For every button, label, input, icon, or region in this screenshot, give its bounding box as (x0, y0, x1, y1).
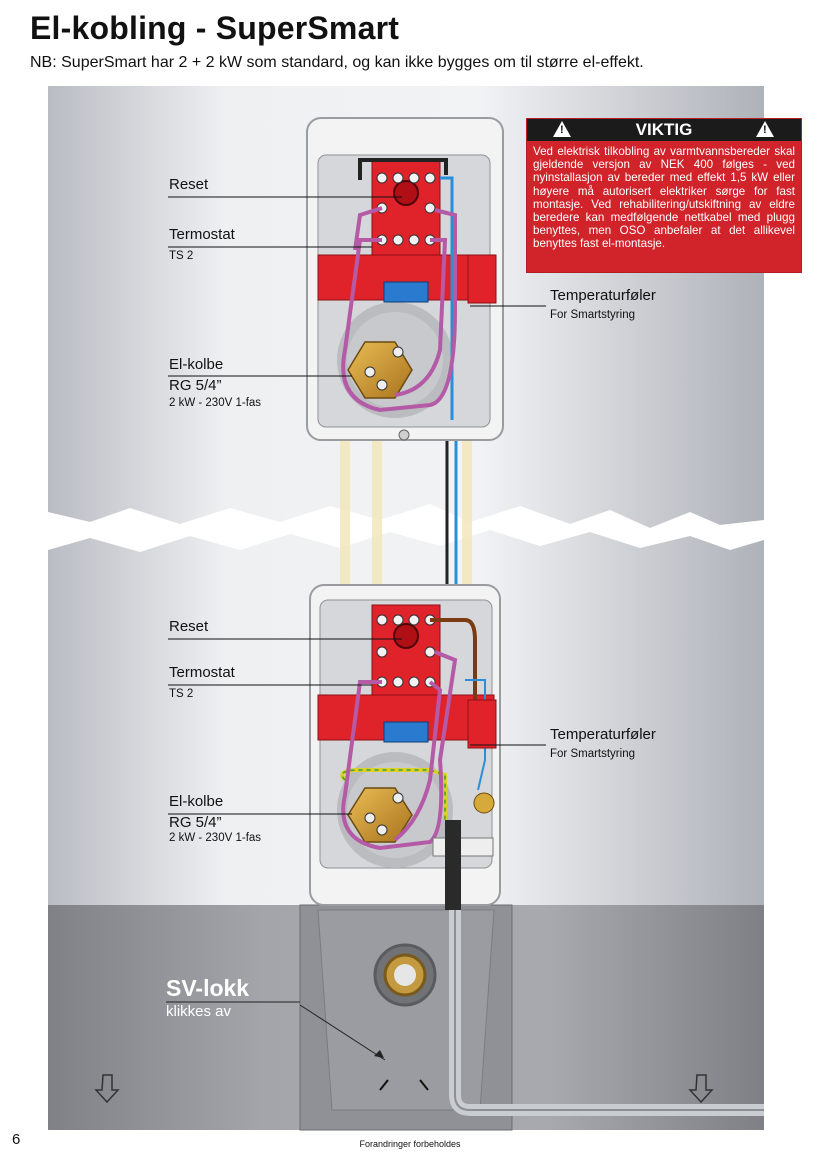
page-title: El-kobling - SuperSmart (30, 10, 400, 46)
upper-elkolbe-label: El-kolbe (169, 356, 224, 373)
lower-termostat-label: Termostat (169, 664, 235, 681)
upper-elkolbe-rg: RG 5/4” (169, 377, 222, 394)
upper-elkolbe-sub: 2 kW - 230V 1-fas (169, 397, 262, 409)
lower-termostat-sub: TS 2 (169, 688, 194, 700)
lower-elkolbe-sub: 2 kW - 230V 1-fas (169, 832, 262, 844)
sv-lid-subtitle: klikkes av (166, 1003, 232, 1020)
warning-heading: VIKTIG (635, 120, 693, 139)
upper-temp-label: Temperaturføler (550, 287, 656, 304)
lower-temp-label: Temperaturføler (550, 726, 656, 743)
upper-temp-sub: For Smartstyring (550, 309, 635, 321)
page-subtitle: NB: SuperSmart har 2 + 2 kW som standard… (30, 54, 644, 71)
upper-termostat-label: Termostat (169, 226, 235, 243)
warning-icon: ! (553, 121, 571, 137)
lower-elkolbe-rg: RG 5/4” (169, 814, 222, 831)
sv-lid-title: SV-lokk (166, 975, 250, 1001)
lower-reset-label: Reset (169, 618, 209, 635)
upper-termostat-sub: TS 2 (169, 250, 194, 262)
warning-icon: ! (756, 121, 774, 137)
footer-note: Forandringer forbeholdes (359, 1139, 461, 1149)
page-number: 6 (12, 1131, 21, 1148)
warning-text: Ved elektrisk tilkobling av varmtvannsbe… (533, 145, 795, 251)
warning-box: ! VIKTIG ! Ved elektrisk tilkobling av v… (526, 118, 802, 273)
lower-temp-sub: For Smartstyring (550, 748, 635, 760)
lower-elkolbe-label: El-kolbe (169, 793, 224, 810)
upper-reset-label: Reset (169, 176, 209, 193)
warning-header: ! VIKTIG ! (527, 119, 801, 141)
